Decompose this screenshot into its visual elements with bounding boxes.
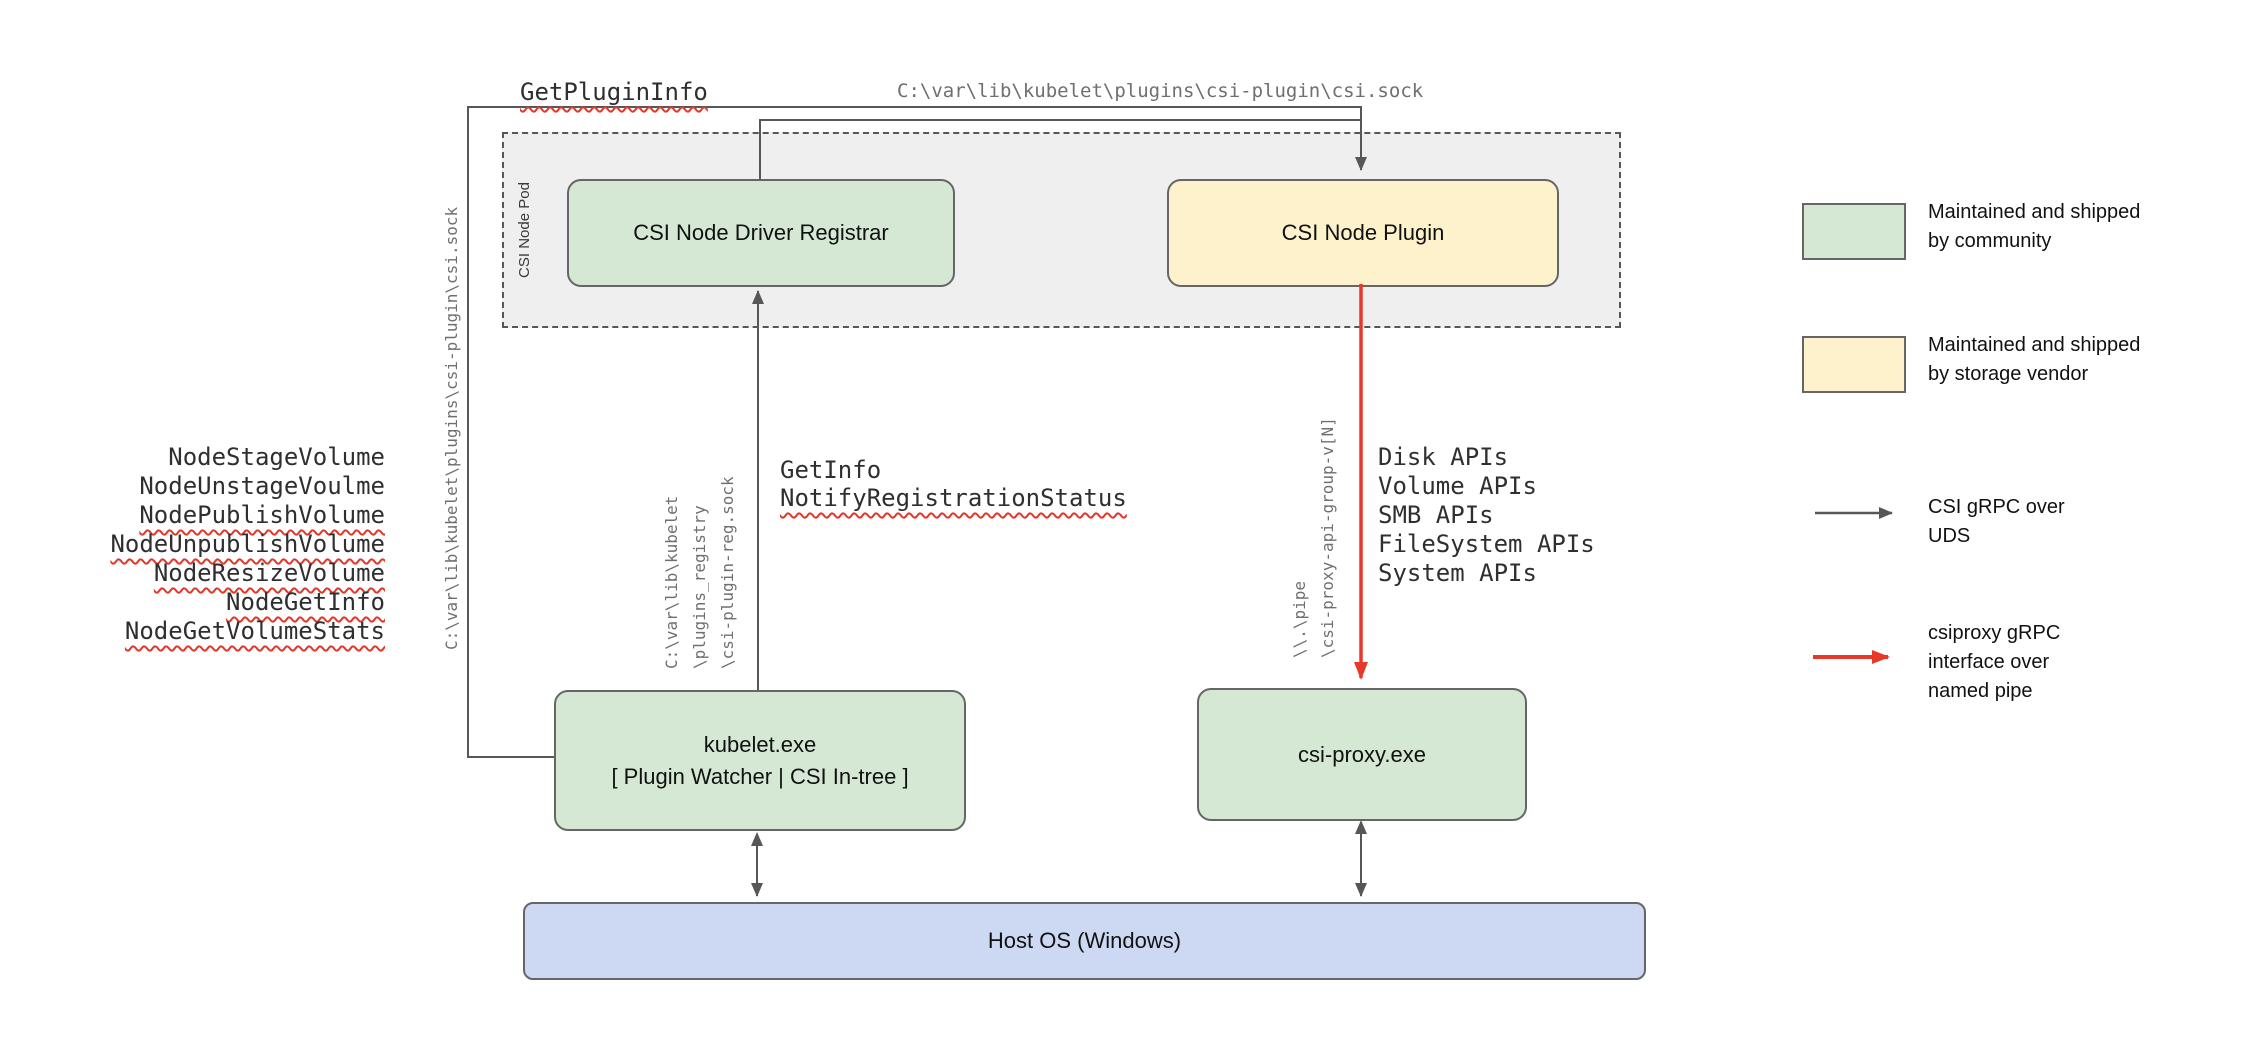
label-line: NodeGetInfo xyxy=(226,588,385,616)
legend-line: interface over xyxy=(1928,651,2050,673)
label-line: NotifyRegistrationStatus xyxy=(780,484,1127,512)
node-csi-node-plugin: CSI Node Plugin xyxy=(1167,179,1559,287)
legend-line: CSI gRPC over xyxy=(1928,496,2065,518)
label-line: NodeUnstageVoulme xyxy=(139,472,385,500)
plugin-label: CSI Node Plugin xyxy=(1281,220,1445,245)
node-host-os: Host OS (Windows) xyxy=(523,902,1646,980)
node-csi-proxy: csi-proxy.exe xyxy=(1197,688,1527,821)
label-line: Volume APIs xyxy=(1378,472,1537,500)
label-csi-sock-path-vertical: C:\var\lib\kubelet\plugins\csi-plugin\cs… xyxy=(442,206,461,650)
legend-swatch-community xyxy=(1802,203,1906,260)
node-kubelet: kubelet.exe [ Plugin Watcher | CSI In-tr… xyxy=(554,690,966,831)
label-line: NodeGetVolumeStats xyxy=(124,617,385,645)
legend-text-community: Maintained and shipped by community xyxy=(1928,198,2140,256)
label-getplugininfo: GetPluginInfo xyxy=(520,78,708,106)
label-line: System APIs xyxy=(1378,559,1537,587)
label-line: C:\var\lib\kubelet xyxy=(662,495,681,669)
legend-swatch-vendor xyxy=(1802,336,1906,393)
legend-line: by community xyxy=(1928,230,2052,252)
label-line: FileSystem APIs xyxy=(1378,530,1595,558)
legend-line: UDS xyxy=(1928,525,1971,547)
legend-text-vendor: Maintained and shipped by storage vendor xyxy=(1928,331,2140,389)
kubelet-label-line1: kubelet.exe xyxy=(703,731,817,757)
label-line: NodeResizeVolume xyxy=(153,559,385,587)
label-line: \plugins_registry xyxy=(690,505,709,669)
label-line: \csi-plugin-reg.sock xyxy=(718,476,737,669)
legend-text-pipe: csiproxy gRPC interface over named pipe xyxy=(1928,619,2060,706)
label-line: SMB APIs xyxy=(1378,501,1494,529)
csi-proxy-label: csi-proxy.exe xyxy=(1298,741,1426,767)
label-line: Disk APIs xyxy=(1378,443,1509,471)
label-line: NodeStageVolume xyxy=(168,443,385,471)
legend-line: csiproxy gRPC xyxy=(1928,622,2061,644)
registrar-label: CSI Node Driver Registrar xyxy=(633,220,889,245)
label-line: NodeUnpublishVolume xyxy=(110,530,385,558)
label-csi-sock-path-top: C:\var\lib\kubelet\plugins\csi-plugin\cs… xyxy=(897,80,1424,102)
kubelet-label-line2: [ Plugin Watcher | CSI In-tree ] xyxy=(611,763,909,789)
label-line: \\.\pipe xyxy=(1290,580,1309,658)
label-line: NodePublishVolume xyxy=(139,501,385,529)
legend-text-uds: CSI gRPC over UDS xyxy=(1928,493,2065,551)
label-line: GetInfo xyxy=(780,456,882,484)
legend-line: by storage vendor xyxy=(1928,363,2089,385)
label-registry-sock-path: C:\var\lib\kubelet \plugins_registry \csi-… xyxy=(658,469,742,669)
label-named-pipe-path: \\.\pipe \csi-proxy-api-group-v[N] xyxy=(1286,408,1342,658)
legend-line: Maintained and shipped xyxy=(1928,201,2141,223)
host-os-label: Host OS (Windows) xyxy=(987,928,1182,953)
label-line: \csi-proxy-api-group-v[N] xyxy=(1318,417,1337,658)
legend-line: Maintained and shipped xyxy=(1928,334,2141,356)
csi-node-pod-label: CSI Node Pod xyxy=(516,182,533,278)
legend-line: named pipe xyxy=(1928,680,2033,702)
node-csi-node-driver-registrar: CSI Node Driver Registrar xyxy=(567,179,955,287)
